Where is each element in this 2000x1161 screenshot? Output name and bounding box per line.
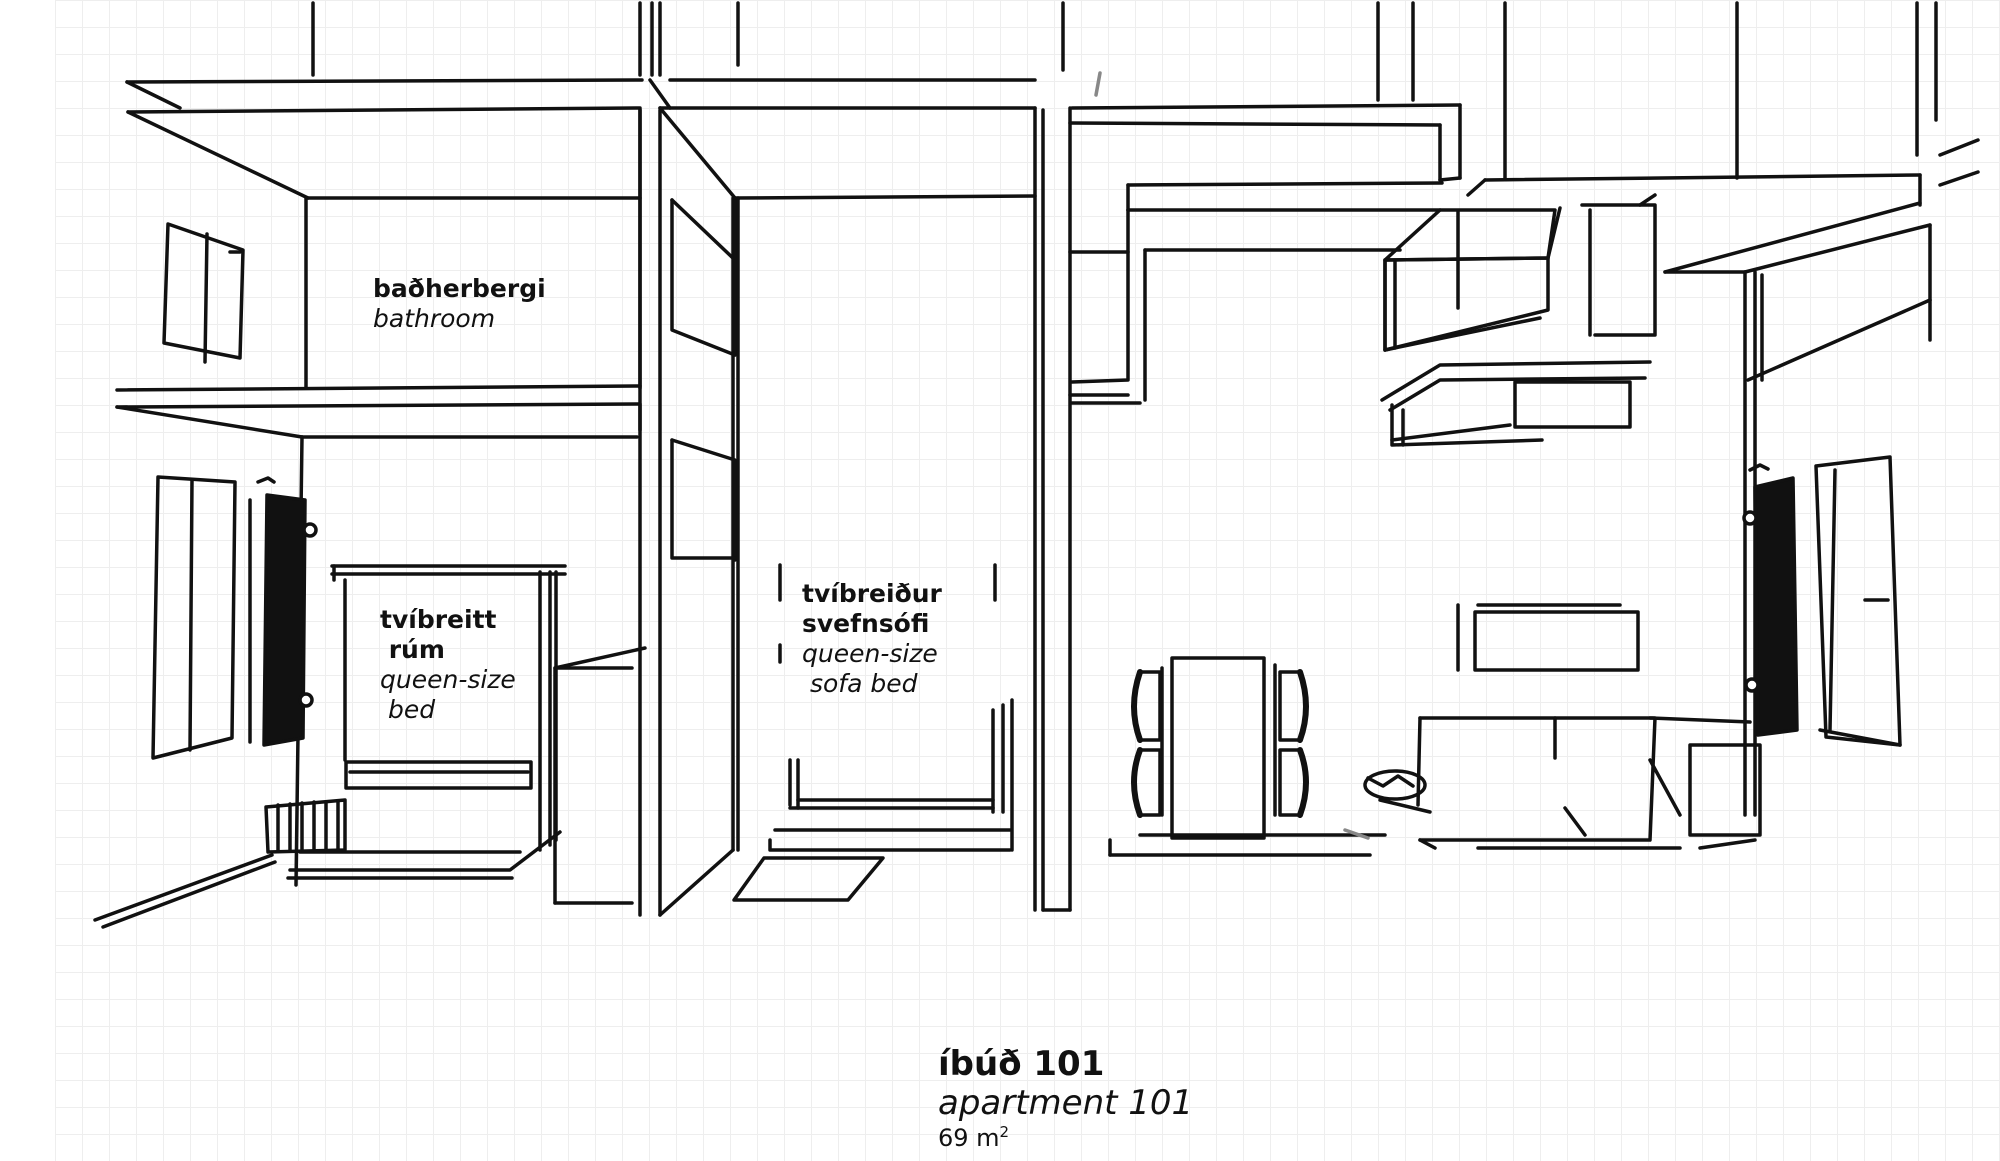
right-window xyxy=(1814,455,1902,747)
queen-size-bed xyxy=(286,564,567,880)
tv-unit xyxy=(1456,603,1640,672)
bedroom-label-is: tvíbreitt rúm xyxy=(380,605,497,664)
sofa-bed xyxy=(768,563,1014,852)
upper-structure-right xyxy=(1466,1,1980,274)
right-shutter xyxy=(1742,463,1799,737)
doormat xyxy=(732,856,885,902)
floor-cushion xyxy=(1363,769,1432,814)
apartment-name-en: apartment 101 xyxy=(938,1083,1194,1124)
bedroom-radiator xyxy=(264,798,347,854)
bathroom-label-is: baðherbergi xyxy=(373,274,546,303)
upper-kitchen-cabinet xyxy=(1383,193,1657,352)
bedroom-door xyxy=(553,646,647,905)
apartment-name-is: íbúð 101 xyxy=(938,1044,1105,1084)
bathroom-window xyxy=(162,222,245,364)
graph-paper-background xyxy=(55,0,2000,1161)
dining-table xyxy=(1108,656,1387,857)
bedroom-shutter xyxy=(256,476,318,747)
partition-niches xyxy=(670,198,737,562)
living-room-label-en: queen-size sofa bed xyxy=(802,639,938,698)
living-room-label: tvíbreiður svefnsófi queen-size sofa bed xyxy=(802,579,942,699)
kitchen-ceiling-structure xyxy=(1068,1,1462,405)
bedroom-label: tvíbreitt rúm queen-size bed xyxy=(380,605,516,725)
bathroom-label-en: bathroom xyxy=(373,304,496,333)
bathroom-label: baðherbergi bathroom xyxy=(373,274,546,334)
apartment-area-unit: 2 xyxy=(999,1123,1010,1142)
central-partition xyxy=(638,1,1037,917)
apartment-area-value: 69 m xyxy=(938,1124,1000,1153)
bedroom-label-en: queen-size bed xyxy=(380,665,516,724)
sofa xyxy=(1416,716,1762,850)
living-room-label-is: tvíbreiður svefnsófi xyxy=(802,579,942,638)
bathroom-ceiling-block xyxy=(115,1,644,439)
living-room-walls xyxy=(733,1,1102,912)
apartment-area: 69 m2 xyxy=(938,1123,1193,1154)
range-hood xyxy=(1380,360,1652,447)
apartment-caption: íbúð 101 apartment 101 69 m2 xyxy=(938,1044,1194,1154)
